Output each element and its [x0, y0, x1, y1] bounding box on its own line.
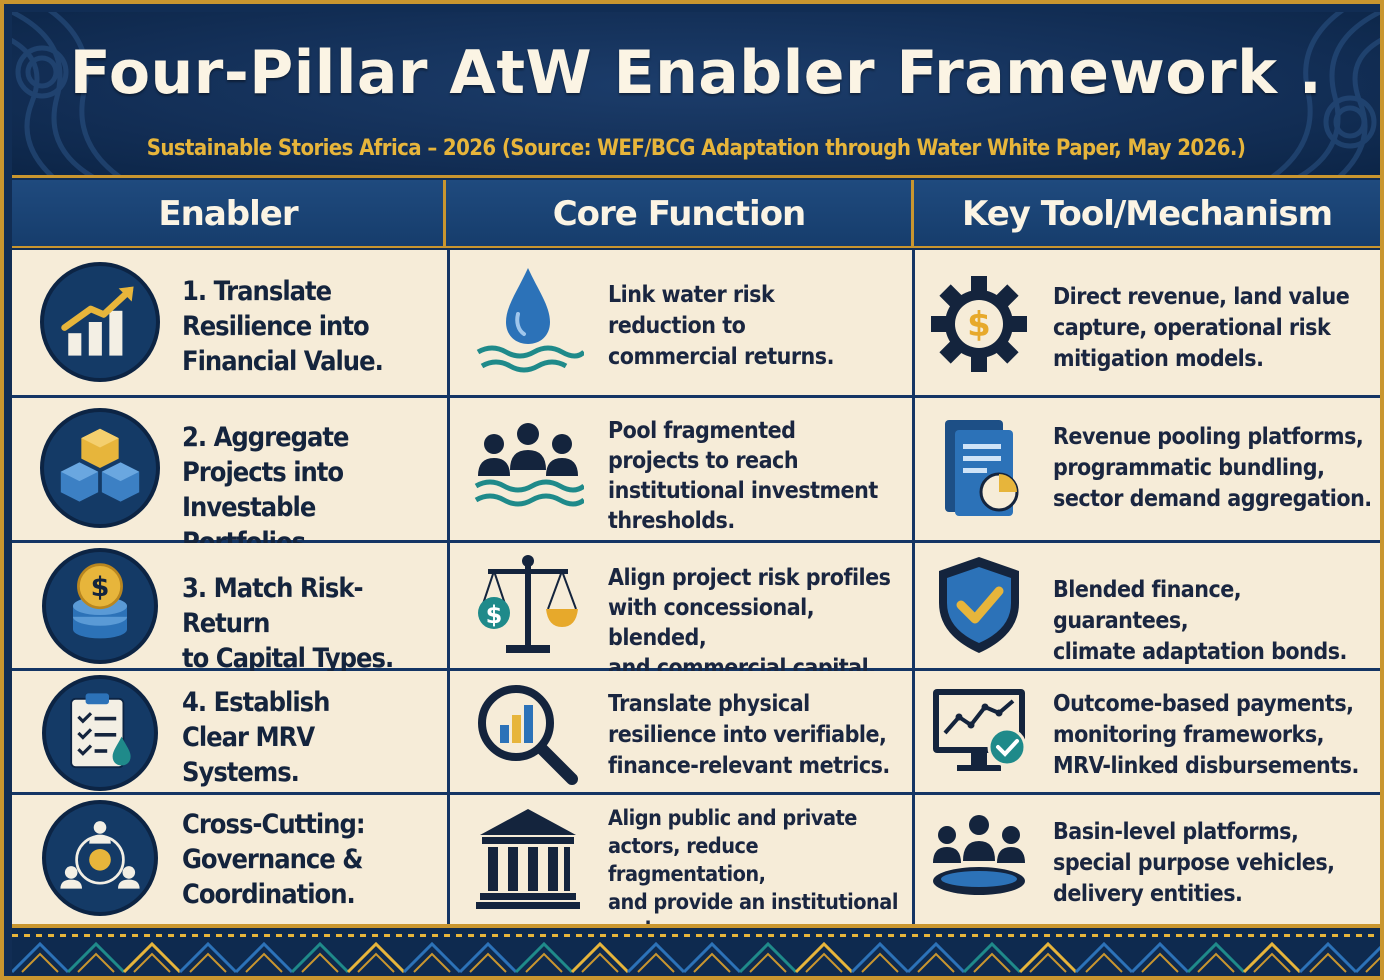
header-banner: Four-Pillar AtW Enabler Framework . Sust…	[12, 12, 1380, 178]
table-row: 2. Aggregate Projects into Investable Po…	[12, 398, 1380, 558]
tribal-pattern-right	[1270, 12, 1380, 175]
enabler-cell: 4. Establish Clear MRV Systems.	[12, 671, 444, 792]
framework-table: Enabler Core Function Key Tool/Mechanism	[12, 180, 1380, 943]
network-people-icon	[42, 800, 158, 916]
core-function-cell: Pool fragmented projects to reach instit…	[447, 398, 912, 540]
key-tool-text: Revenue pooling platforms, programmatic …	[1053, 424, 1372, 512]
enabler-cell: 2. Aggregate Projects into Investable Po…	[12, 398, 444, 558]
table-header: Enabler Core Function Key Tool/Mechanism	[12, 180, 1380, 248]
core-function-cell: $ Align project risk profiles with conce…	[447, 543, 912, 681]
enabler-cell: Cross-Cutting: Governance & Coordination…	[12, 795, 444, 924]
core-function-cell: Link water risk reduction to commercial …	[447, 250, 912, 395]
key-tool-cell: Outcome-based payments, monitoring frame…	[912, 671, 1380, 792]
table-row: 4. Establish Clear MRV Systems. Translat…	[12, 671, 1380, 795]
column-header-enabler: Enabler	[158, 194, 298, 234]
monitor-check-icon	[933, 689, 1027, 771]
enabler-name: 4. Establish Clear MRV Systems.	[182, 687, 330, 788]
column-header-core-function: Core Function	[552, 194, 807, 234]
core-function-text: Translate physical resilience into verif…	[608, 691, 890, 779]
tribal-pattern-footer	[12, 924, 1380, 974]
water-drop-icon	[476, 268, 584, 373]
coin-stack-icon: $	[42, 548, 158, 664]
stacked-cubes-icon	[40, 408, 160, 528]
core-function-text: Align project risk profiles with concess…	[608, 565, 891, 681]
group-platform-icon	[933, 815, 1025, 895]
key-tool-cell: Basin-level platforms, special purpose v…	[912, 795, 1380, 924]
table-row: $ 3. Match Risk-Return to Capital Types.…	[12, 543, 1380, 681]
column-header-key-tool: Key Tool/Mechanism	[962, 194, 1333, 234]
tribal-pattern-left	[12, 12, 122, 175]
people-water-icon	[474, 423, 584, 507]
enabler-cell: $ 3. Match Risk-Return to Capital Types.	[12, 543, 444, 674]
key-tool-text: Blended finance, guarantees, climate ada…	[1053, 577, 1347, 665]
key-tool-cell: $ Direct revenue, land value capture, op…	[912, 250, 1380, 395]
balance-scale-icon: $	[478, 555, 578, 653]
page-subtitle: Sustainable Stories Africa – 2026 (Sourc…	[146, 136, 1246, 161]
decorative-footer-band	[12, 924, 1380, 976]
core-function-cell: Translate physical resilience into verif…	[447, 671, 912, 792]
enabler-name: 2. Aggregate Projects into Investable Po…	[182, 422, 350, 558]
key-tool-cell: Blended finance, guarantees, climate ada…	[912, 543, 1380, 668]
core-function-text: Link water risk reduction to commercial …	[608, 282, 834, 370]
rising-chart-icon	[40, 262, 160, 382]
magnifier-chart-icon	[478, 685, 578, 785]
enabler-name: 3. Match Risk-Return to Capital Types.	[182, 573, 394, 674]
svg-text:$: $	[91, 572, 110, 603]
core-function-cell: Align public and private actors, reduce …	[447, 795, 912, 943]
report-pie-icon	[945, 420, 1019, 516]
clipboard-checklist-icon	[42, 675, 158, 791]
page-title: Four-Pillar AtW Enabler Framework .	[69, 38, 1323, 108]
enabler-name: Cross-Cutting: Governance & Coordination…	[182, 809, 366, 910]
shield-check-icon	[939, 557, 1019, 653]
svg-text:$: $	[967, 305, 991, 345]
svg-text:$: $	[486, 601, 503, 629]
header-divider	[911, 180, 914, 248]
header-divider	[443, 180, 446, 248]
key-tool-text: Direct revenue, land value capture, oper…	[1053, 284, 1350, 372]
core-function-text: Pool fragmented projects to reach instit…	[608, 418, 878, 534]
institution-icon	[476, 809, 580, 909]
enabler-name: 1. Translate Resilience into Financial V…	[182, 276, 384, 377]
key-tool-text: Basin-level platforms, special purpose v…	[1053, 819, 1335, 907]
table-row: Cross-Cutting: Governance & Coordination…	[12, 795, 1380, 943]
dollar-gear-icon: $	[931, 276, 1027, 372]
table-row: 1. Translate Resilience into Financial V…	[12, 250, 1380, 398]
enabler-cell: 1. Translate Resilience into Financial V…	[12, 250, 444, 395]
key-tool-cell: Revenue pooling platforms, programmatic …	[912, 398, 1380, 540]
key-tool-text: Outcome-based payments, monitoring frame…	[1053, 691, 1359, 779]
